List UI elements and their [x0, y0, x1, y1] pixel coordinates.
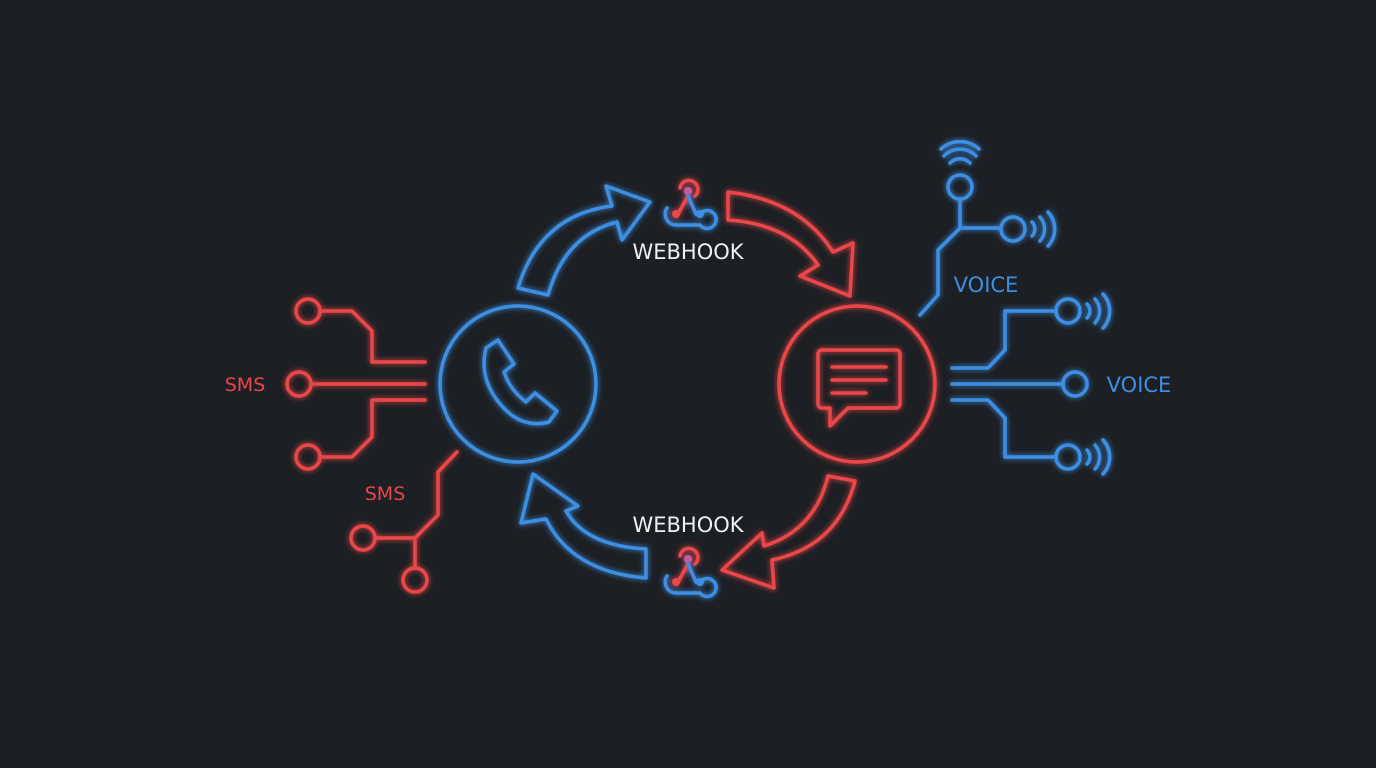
chat-bubble-icon: [816, 348, 902, 428]
arrow-phone-to-webhook: [516, 184, 652, 297]
sms-circuit: [285, 297, 459, 594]
webhook-label-bottom: WEBHOOK: [632, 513, 744, 537]
chat-node: [777, 304, 937, 464]
sms-label-left: SMS: [225, 374, 266, 396]
voice-circuit: [918, 139, 1112, 476]
phone-node: [438, 304, 598, 464]
arrow-chat-to-webhook: [720, 474, 857, 590]
voice-label-upper: VOICE: [954, 273, 1019, 297]
phone-icon: [482, 338, 559, 426]
arrow-webhook-to-phone: [519, 472, 648, 580]
webhook-label-top: WEBHOOK: [632, 240, 744, 264]
arrow-webhook-to-chat: [726, 190, 855, 298]
webhook-icon: [663, 546, 718, 599]
webhook-icon: [663, 178, 718, 231]
voice-label-right: VOICE: [1107, 373, 1172, 397]
sms-label-lower: SMS: [365, 483, 406, 505]
